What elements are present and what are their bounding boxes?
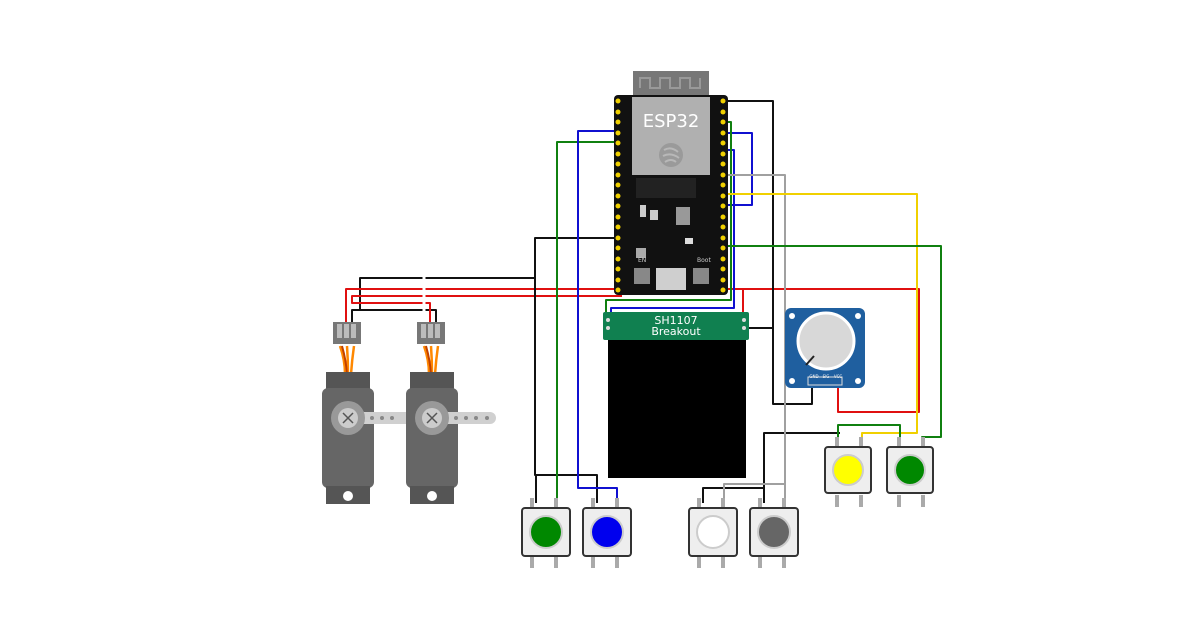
boot-label: Boot: [697, 257, 711, 264]
sh1107-display: SH1107 Breakout: [603, 312, 749, 478]
pushbutton-green-2[interactable]: [886, 437, 934, 507]
wire-blue-right: [720, 132, 753, 206]
wire-black-servo2-gnd: [360, 309, 437, 325]
wire-blue-btn: [577, 130, 620, 503]
wire-red-servo2-vcc: [351, 295, 622, 325]
en-button[interactable]: [634, 268, 650, 284]
esp32-board: ESP32 EN Boot: [614, 71, 728, 295]
wire-black-btn-gnd: [534, 278, 537, 503]
potentiometer: GND SIG VCC: [785, 308, 865, 388]
pushbutton-green-1[interactable]: [521, 498, 571, 568]
usb-port: [656, 268, 686, 290]
display-screen: [608, 340, 746, 478]
esp32-label: ESP32: [643, 111, 700, 132]
wire-black-gray-btn: [763, 432, 840, 503]
en-label: EN: [638, 257, 646, 264]
button-cap[interactable]: [590, 515, 624, 549]
pushbutton-yellow[interactable]: [824, 437, 872, 507]
display-label-1: SH1107: [654, 314, 697, 327]
display-header: [603, 312, 749, 340]
wire-black-esp-gnd: [722, 100, 813, 405]
wire-gray-white-btn: [723, 483, 785, 503]
wire-green-btn-right2: [837, 424, 901, 447]
button-cap[interactable]: [894, 454, 926, 486]
boot-button[interactable]: [693, 268, 709, 284]
button-cap[interactable]: [832, 454, 864, 486]
pushbutton-blue[interactable]: [582, 498, 632, 568]
wire-green-btn: [556, 141, 620, 503]
wire-black-white-btn: [702, 487, 764, 503]
button-cap[interactable]: [529, 515, 563, 549]
wire-red-servo-vcc: [345, 288, 920, 413]
display-label-2: Breakout: [651, 325, 701, 338]
pushbutton-white[interactable]: [688, 498, 738, 568]
button-cap[interactable]: [757, 515, 791, 549]
wire-gray-btn: [722, 174, 786, 503]
servo-2: [406, 322, 496, 504]
button-cap[interactable]: [696, 515, 730, 549]
esp32-pins-left: [615, 98, 621, 293]
servo-1: [322, 322, 420, 504]
wire-black-servo-gnd: [351, 237, 620, 325]
pot-knob[interactable]: [796, 311, 856, 371]
esp32-pins-right: [720, 98, 726, 293]
pushbutton-gray[interactable]: [749, 498, 799, 568]
